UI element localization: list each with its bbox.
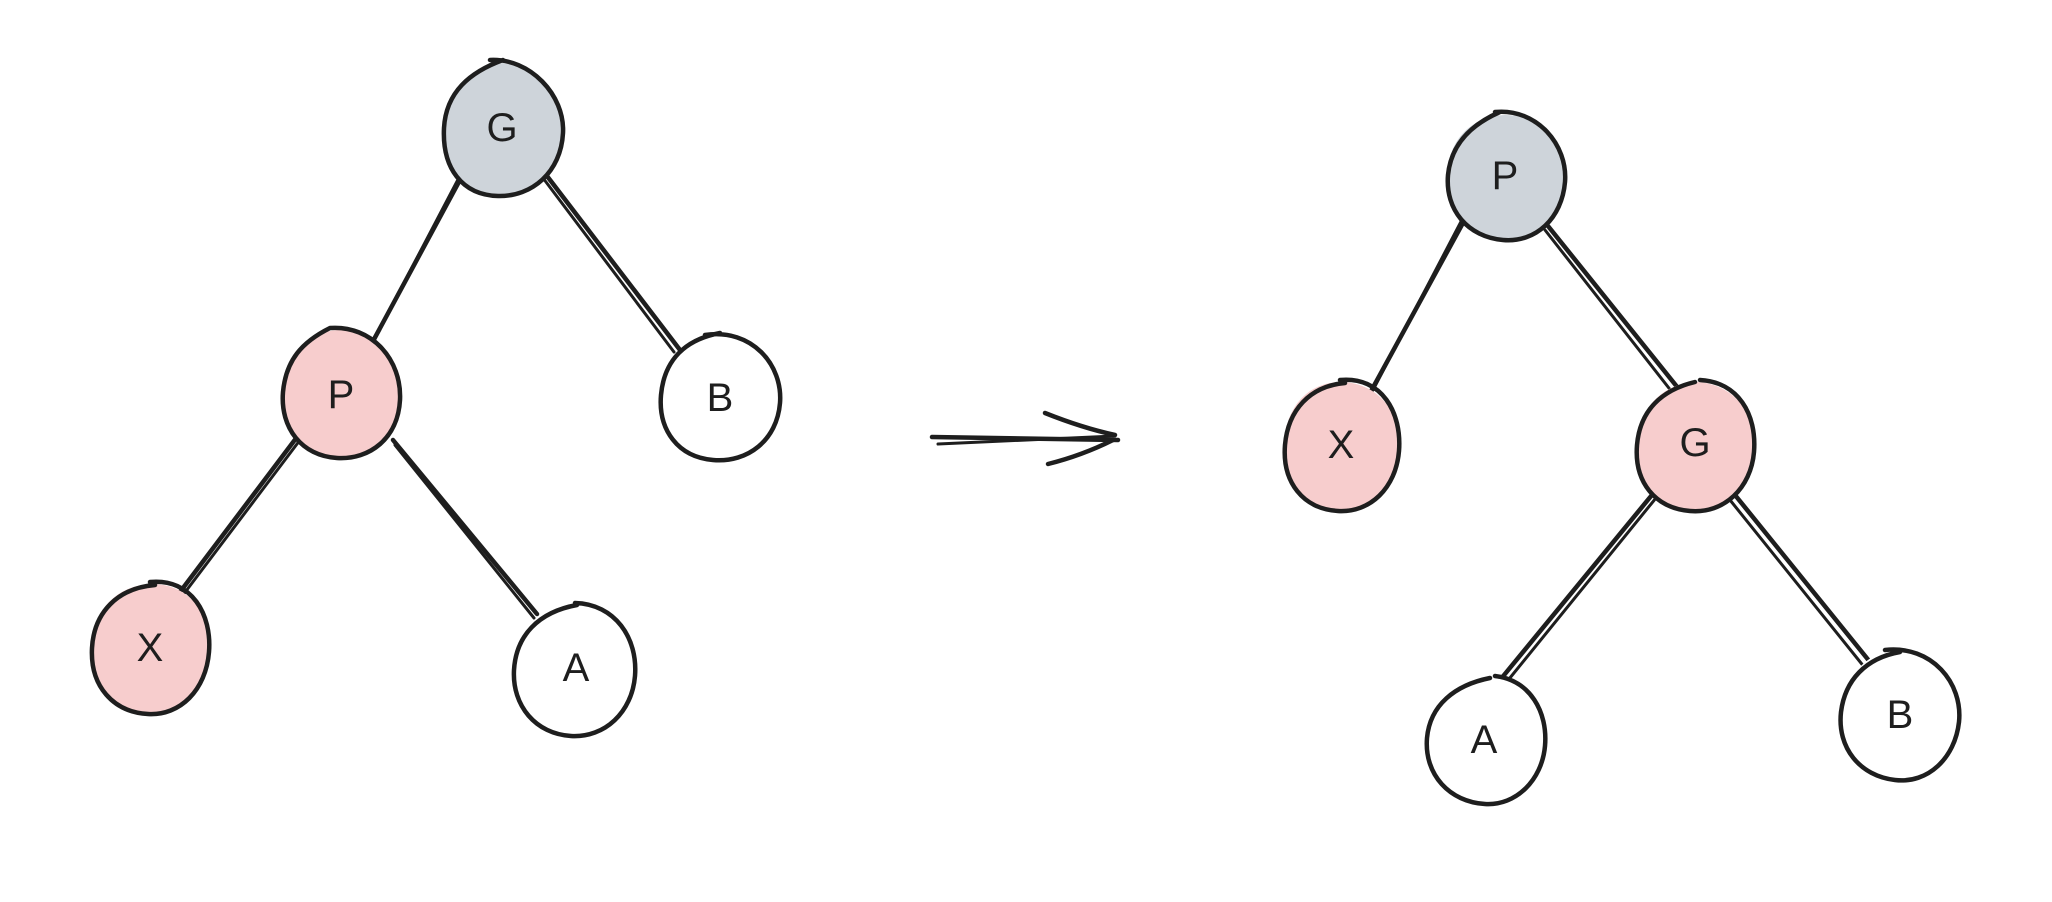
after-tree: P X G A B: [1282, 109, 1962, 807]
after-node-a: A: [1424, 673, 1548, 807]
before-edge-g-p: [369, 162, 471, 346]
after-node-g-label: G: [1679, 421, 1710, 465]
before-node-b: B: [658, 330, 783, 463]
after-edge-g-a: [1497, 487, 1662, 686]
before-edge-p-x: [177, 434, 302, 597]
before-node-g: G: [441, 57, 566, 199]
before-edge-g-b: [541, 173, 683, 354]
after-node-a-label: A: [1471, 718, 1498, 762]
after-node-b-label: B: [1887, 693, 1914, 737]
after-node-p: P: [1445, 109, 1568, 243]
before-node-a: A: [511, 600, 638, 739]
before-node-g-label: G: [486, 106, 517, 150]
before-tree: G P B X A: [89, 57, 783, 739]
before-node-p-label: P: [328, 373, 355, 417]
after-node-p-label: P: [1492, 154, 1519, 198]
after-node-b: B: [1838, 647, 1962, 783]
before-node-x-label: X: [137, 626, 164, 670]
after-node-g: G: [1634, 377, 1757, 514]
after-edge-g-b: [1728, 492, 1873, 670]
after-edge-p-x: [1367, 207, 1473, 396]
after-edge-p-g: [1543, 223, 1681, 394]
after-node-x-label: X: [1328, 423, 1355, 467]
before-edge-p-a: [390, 437, 540, 620]
before-node-p: P: [280, 325, 403, 461]
after-node-x: X: [1282, 377, 1402, 514]
before-node-a-label: A: [563, 646, 590, 690]
before-node-x: X: [89, 579, 212, 717]
right-arrow-icon: [929, 410, 1121, 467]
before-node-b-label: B: [707, 376, 734, 420]
